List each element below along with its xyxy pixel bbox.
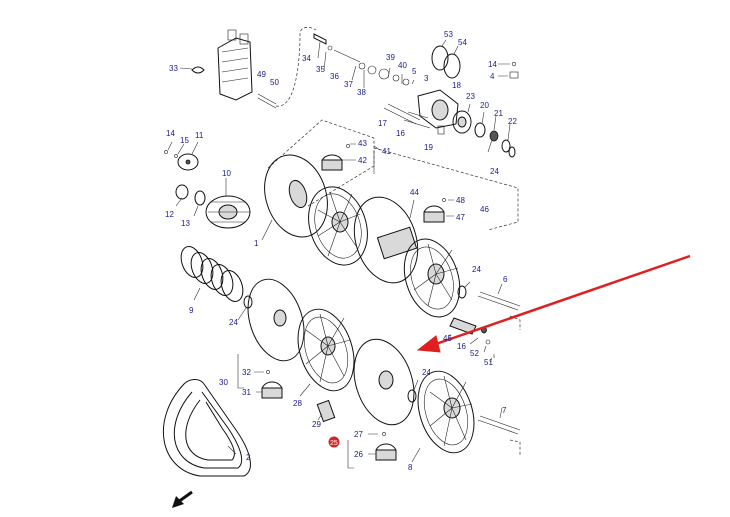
label-51: 51 (484, 358, 493, 367)
pulley-disc-1 (261, 154, 328, 241)
label-14-left: 14 (166, 129, 175, 138)
label-52: 52 (470, 349, 479, 358)
label-20: 20 (480, 101, 489, 110)
label-8: 8 (408, 463, 413, 472)
bushing-31-32 (237, 354, 283, 399)
label-14-top: 14 (488, 60, 497, 69)
label-2: 2 (246, 453, 251, 462)
label-29: 29 (312, 420, 321, 429)
bushing-47-48 (423, 198, 454, 223)
hydraulic-valve-block (179, 27, 317, 109)
label-43: 43 (358, 139, 367, 148)
label-41: 41 (382, 147, 391, 156)
hydraulic-fittings (313, 33, 415, 88)
gear-assembly-10 (175, 178, 251, 229)
pulley-disc-highlighted (353, 338, 415, 426)
spoked-wheel-right (403, 238, 461, 318)
bushing-26-27 (347, 432, 397, 469)
label-24-low: 24 (422, 368, 431, 377)
label-5: 5 (412, 67, 417, 76)
callout-badge-25 (328, 436, 340, 448)
label-31: 31 (242, 388, 251, 397)
label-32: 32 (242, 368, 251, 377)
label-39: 39 (386, 53, 395, 62)
label-48: 48 (456, 196, 465, 205)
label-42: 42 (358, 156, 367, 165)
bushing-42-43 (321, 143, 381, 174)
label-24-top: 24 (490, 167, 499, 176)
label-22: 22 (508, 117, 517, 126)
label-46: 46 (480, 205, 489, 214)
pin-29 (316, 399, 336, 423)
label-16-top: 16 (396, 129, 405, 138)
bearings-20-23-22 (452, 103, 516, 158)
label-26: 26 (354, 450, 363, 459)
label-27: 27 (354, 430, 363, 439)
label-34: 34 (302, 54, 311, 63)
highlight-pointer-arrow (416, 254, 691, 353)
label-37: 37 (344, 80, 353, 89)
spoked-wheel-28 (297, 308, 355, 397)
label-45: 45 (443, 334, 452, 343)
drive-belts-2 (162, 379, 251, 477)
label-11: 11 (195, 131, 204, 140)
label-28: 28 (293, 399, 302, 408)
spoked-wheel-upper (308, 186, 368, 266)
label-13: 13 (181, 219, 190, 228)
label-33: 33 (169, 64, 178, 73)
label-30: 30 (219, 378, 228, 387)
label-24-left: 24 (229, 318, 238, 327)
label-9: 9 (189, 306, 194, 315)
gearbox-housing-18 (383, 89, 459, 135)
label-53: 53 (444, 30, 453, 39)
label-40: 40 (398, 61, 407, 70)
shaft-dashed-outline (267, 119, 519, 231)
pin-14-4 (498, 61, 519, 79)
label-38: 38 (357, 88, 366, 97)
threaded-rods-6-7 (477, 283, 521, 456)
label-4: 4 (490, 72, 495, 81)
label-44: 44 (410, 188, 419, 197)
seal-rings-53-54 (431, 39, 461, 79)
label-18: 18 (452, 81, 461, 90)
label-36: 36 (330, 72, 339, 81)
label-54: 54 (458, 38, 467, 47)
label-6: 6 (503, 275, 508, 284)
label-7: 7 (502, 406, 507, 415)
label-50: 50 (270, 78, 279, 87)
label-49: 49 (257, 70, 266, 79)
pulley-disc-44 (353, 196, 419, 284)
label-16-mid: 16 (457, 342, 466, 351)
label-35: 35 (316, 65, 325, 74)
label-3: 3 (424, 74, 429, 83)
label-1: 1 (254, 239, 259, 248)
spring-pack-9 (180, 246, 244, 302)
arrow-down-left-icon (172, 490, 193, 508)
label-15: 15 (180, 136, 189, 145)
label-25: 25 (330, 440, 338, 447)
label-12: 12 (165, 210, 174, 219)
part-labels: 53 54 14 4 33 34 35 36 37 38 39 40 5 3 4… (165, 30, 517, 472)
label-10: 10 (222, 169, 231, 178)
label-17: 17 (378, 119, 387, 128)
label-47: 47 (456, 213, 465, 222)
label-23: 23 (466, 92, 475, 101)
disc-11-with-pins (164, 141, 199, 171)
spoked-wheel-8 (411, 370, 475, 463)
pulley-disc-lower-left (247, 278, 305, 362)
label-19: 19 (424, 143, 433, 152)
label-24-mid: 24 (472, 265, 481, 274)
label-21: 21 (494, 109, 503, 118)
